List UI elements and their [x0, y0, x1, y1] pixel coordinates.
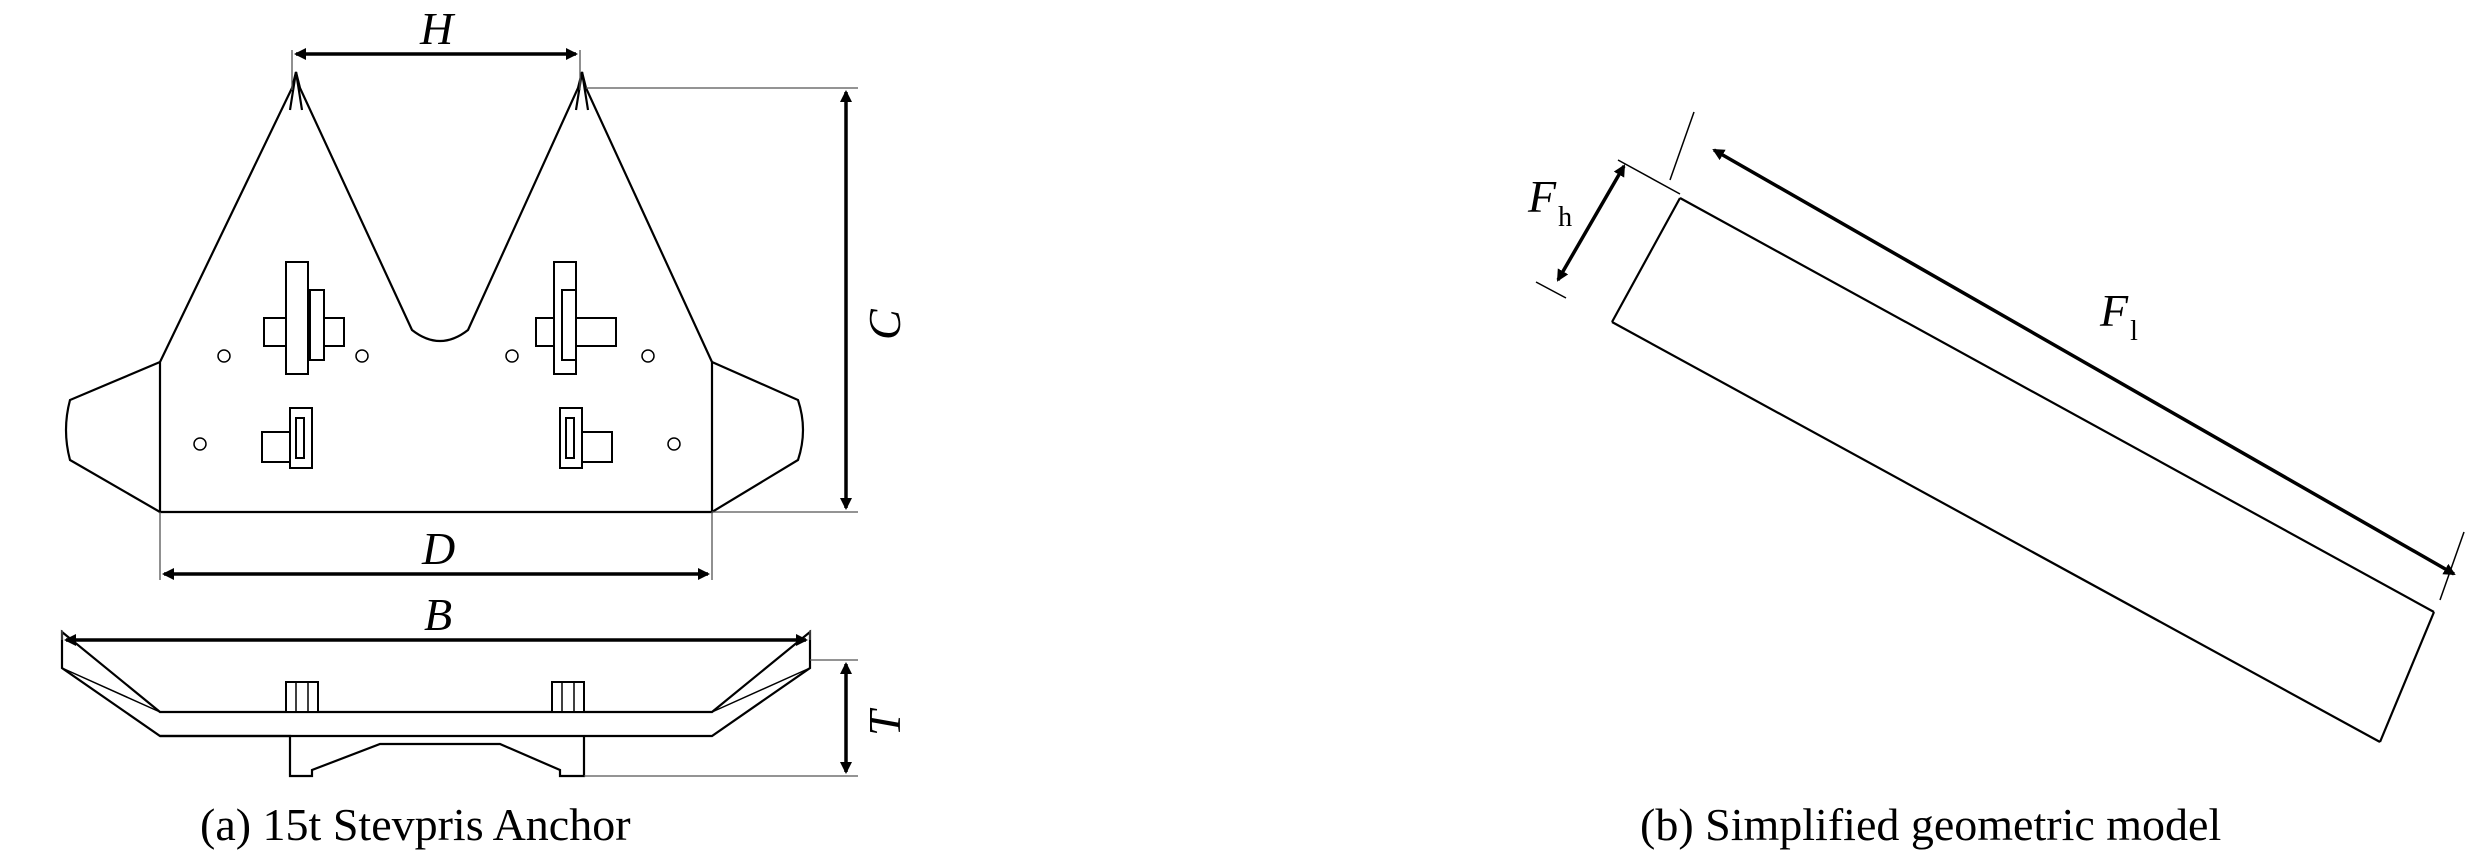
side-lug-right	[551, 681, 585, 713]
lower-right-lug	[559, 407, 613, 469]
side-lug-left	[285, 681, 319, 713]
lower-left-lug	[261, 407, 313, 469]
panel-a: H C D	[60, 3, 910, 850]
side-bottom	[160, 734, 586, 778]
dimension-b: B	[61, 589, 811, 646]
anchor-side-view	[60, 629, 812, 778]
left-wing	[64, 360, 161, 513]
hole	[667, 437, 681, 451]
hole	[641, 349, 655, 363]
dimension-fl: Fl	[1669, 111, 2465, 601]
panel-b: Fh Fl (b) Simplified geometric model	[1527, 111, 2465, 850]
caption-a: (a) 15t Stevpris Anchor	[200, 799, 631, 850]
hole	[355, 349, 369, 363]
dimension-h: H	[291, 3, 581, 90]
right-wing	[711, 360, 805, 513]
label-t: T	[859, 707, 910, 736]
hole	[217, 349, 231, 363]
hole	[193, 437, 207, 451]
label-c: C	[859, 308, 910, 340]
label-fh: Fh	[1527, 171, 1572, 233]
label-b: B	[424, 589, 452, 640]
anchor-plan-view	[64, 71, 805, 514]
label-fl: Fl	[2099, 285, 2138, 347]
upper-right-lug	[535, 261, 617, 375]
dimension-d: D	[159, 512, 713, 580]
anchor-outline	[158, 71, 714, 514]
simplified-plate	[1611, 197, 2436, 743]
dimension-c: C	[586, 87, 910, 513]
left-tip	[288, 71, 304, 111]
label-d: D	[421, 523, 455, 574]
label-h: H	[419, 3, 456, 54]
hole	[505, 349, 519, 363]
caption-b: (b) Simplified geometric model	[1640, 799, 2221, 850]
dimension-fh: Fh	[1527, 159, 1681, 299]
upper-left-lug	[263, 261, 345, 375]
side-outline	[60, 629, 812, 738]
right-tip	[574, 71, 590, 111]
dimension-t: T	[584, 659, 910, 777]
